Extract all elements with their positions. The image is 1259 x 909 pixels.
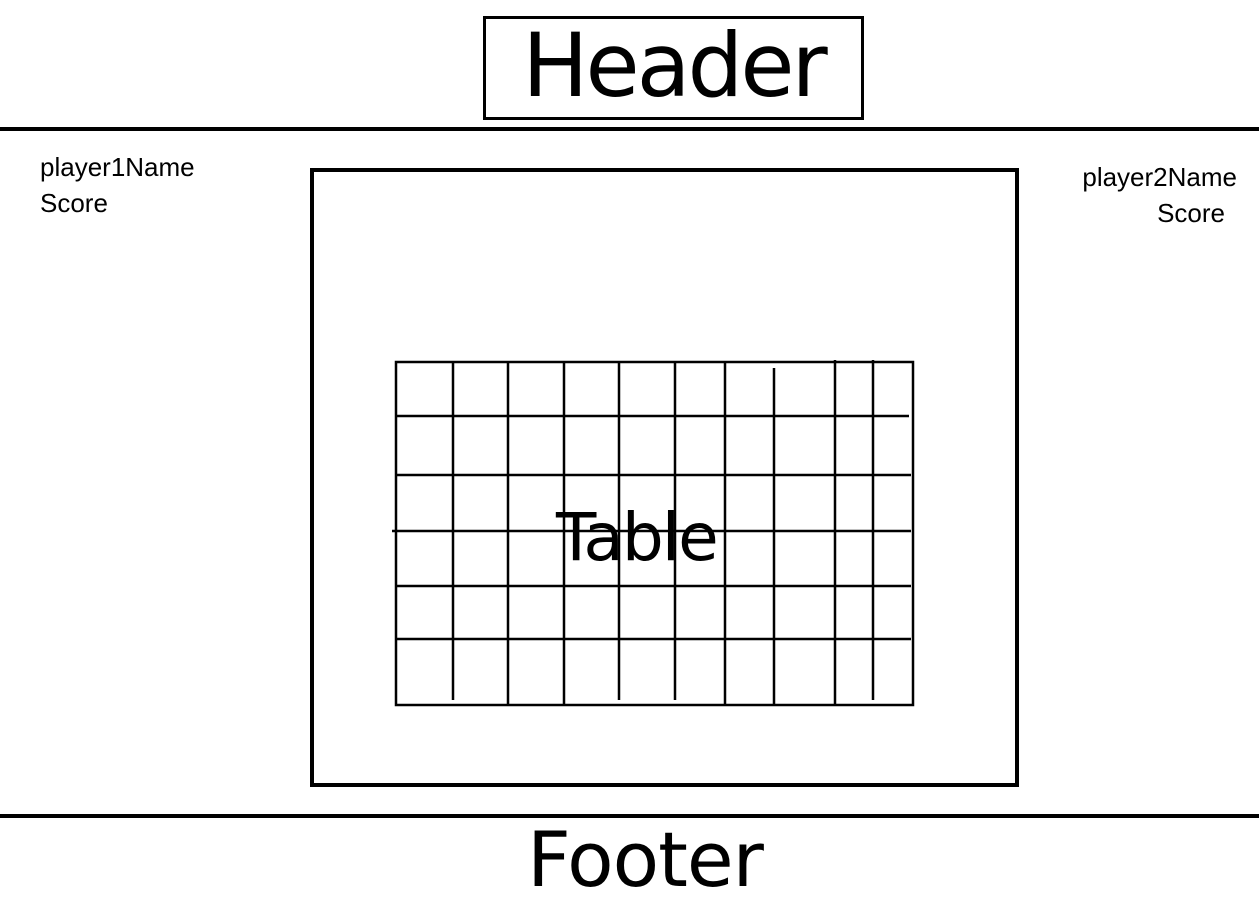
player1-panel: player1Name Score [40,149,195,221]
player2-name: player2Name [1082,162,1237,192]
footer-title: Footer [527,815,764,904]
player1-score-label: Score [40,188,108,218]
header-divider [0,127,1259,131]
footer-divider [0,814,1259,818]
table-grid-lines [392,360,911,705]
game-board-frame [310,168,1019,787]
header-box: Header [483,16,864,120]
player2-panel: player2Name Score [1082,159,1237,231]
header-title: Header [522,14,827,117]
table-grid-border [394,360,915,707]
table-label: Table [556,499,719,576]
player1-name: player1Name [40,152,195,182]
player2-score-label: Score [1157,198,1225,228]
